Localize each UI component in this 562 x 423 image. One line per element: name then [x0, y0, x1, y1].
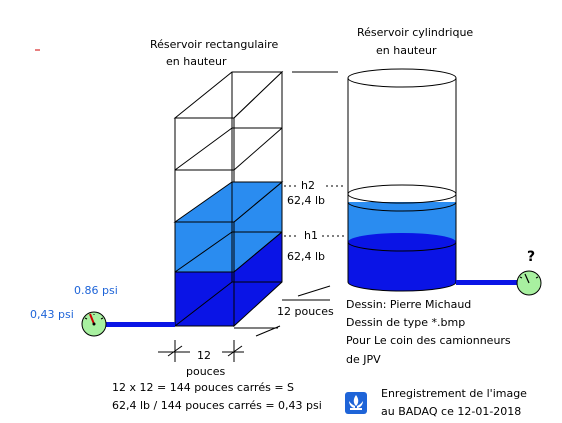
- gauge-label-upper: 0.86 psi: [74, 284, 118, 297]
- rect-tank-title-line2: en hauteur: [166, 55, 227, 68]
- depth-dimension-label: 12 pouces: [277, 305, 334, 318]
- cylindrical-tank: [347, 68, 457, 292]
- rect-tank-water-surface-top: [173, 181, 284, 223]
- rect-tank-front-light-water: [174, 221, 235, 273]
- rectangular-tank: [173, 70, 284, 328]
- cyl-tank-dark-surface: [348, 233, 456, 251]
- rect-tank-water-layer-edge: [174, 231, 233, 273]
- cyl-tank-layer-line: [347, 241, 457, 252]
- right-gauge-question-mark: ?: [527, 249, 536, 265]
- formula-line-1: 12 x 12 = 144 pouces carrés = S: [112, 381, 295, 394]
- rect-tank-title-line1: Réservoir rectangulaire: [150, 38, 279, 51]
- left-pipe: [104, 322, 175, 327]
- credit-line-1: Dessin: Pierre Michaud: [346, 298, 472, 311]
- credit-line-3: Pour Le coin des camionneurs: [346, 334, 511, 347]
- formula-line-2: 62,4 lb / 144 pouces carrés = 0,43 psi: [112, 399, 322, 412]
- right-pipe: [456, 280, 518, 285]
- rect-tank-front-dark-water: [174, 271, 235, 327]
- cyl-tank-top: [347, 68, 457, 88]
- credit-line-4: de JPV: [346, 353, 381, 366]
- badaq-logo: [345, 392, 367, 414]
- cyl-tank-title-line2: en hauteur: [376, 44, 437, 57]
- cyl-tank-surface-line: [347, 201, 457, 212]
- width-dimension: [158, 340, 244, 362]
- credit-line-2: Dessin de type *.bmp: [346, 316, 466, 329]
- depth-dimension: [234, 285, 331, 337]
- rect-tank-bottom-back-edge: [174, 281, 233, 327]
- registration-line-1: Enregistrement de l'image: [381, 387, 527, 400]
- cyl-tank-bottom: [347, 281, 457, 292]
- weight-lower-label: 62,4 lb: [287, 250, 326, 263]
- cyl-tank-title-line1: Réservoir cylindrique: [357, 26, 474, 39]
- cyl-tank-empty: [348, 78, 456, 202]
- right-pressure-gauge: [516, 270, 542, 296]
- gauge-label-lower: 0,43 psi: [30, 308, 74, 321]
- cyl-tank-bottom-fill: [348, 282, 456, 291]
- weight-upper-label: 62,4 lb: [287, 194, 326, 207]
- h2-label: h2: [301, 179, 315, 192]
- width-dimension-number: 12: [197, 349, 211, 362]
- rect-tank-grid-line-diag: [174, 127, 233, 171]
- width-dimension-unit: pouces: [186, 365, 226, 378]
- h1-label: h1: [304, 229, 318, 242]
- rect-tank-grid-line-side: [233, 127, 283, 171]
- registration-line-2: au BADAQ ce 12-01-2018: [381, 405, 522, 418]
- left-pressure-gauge: [81, 311, 107, 337]
